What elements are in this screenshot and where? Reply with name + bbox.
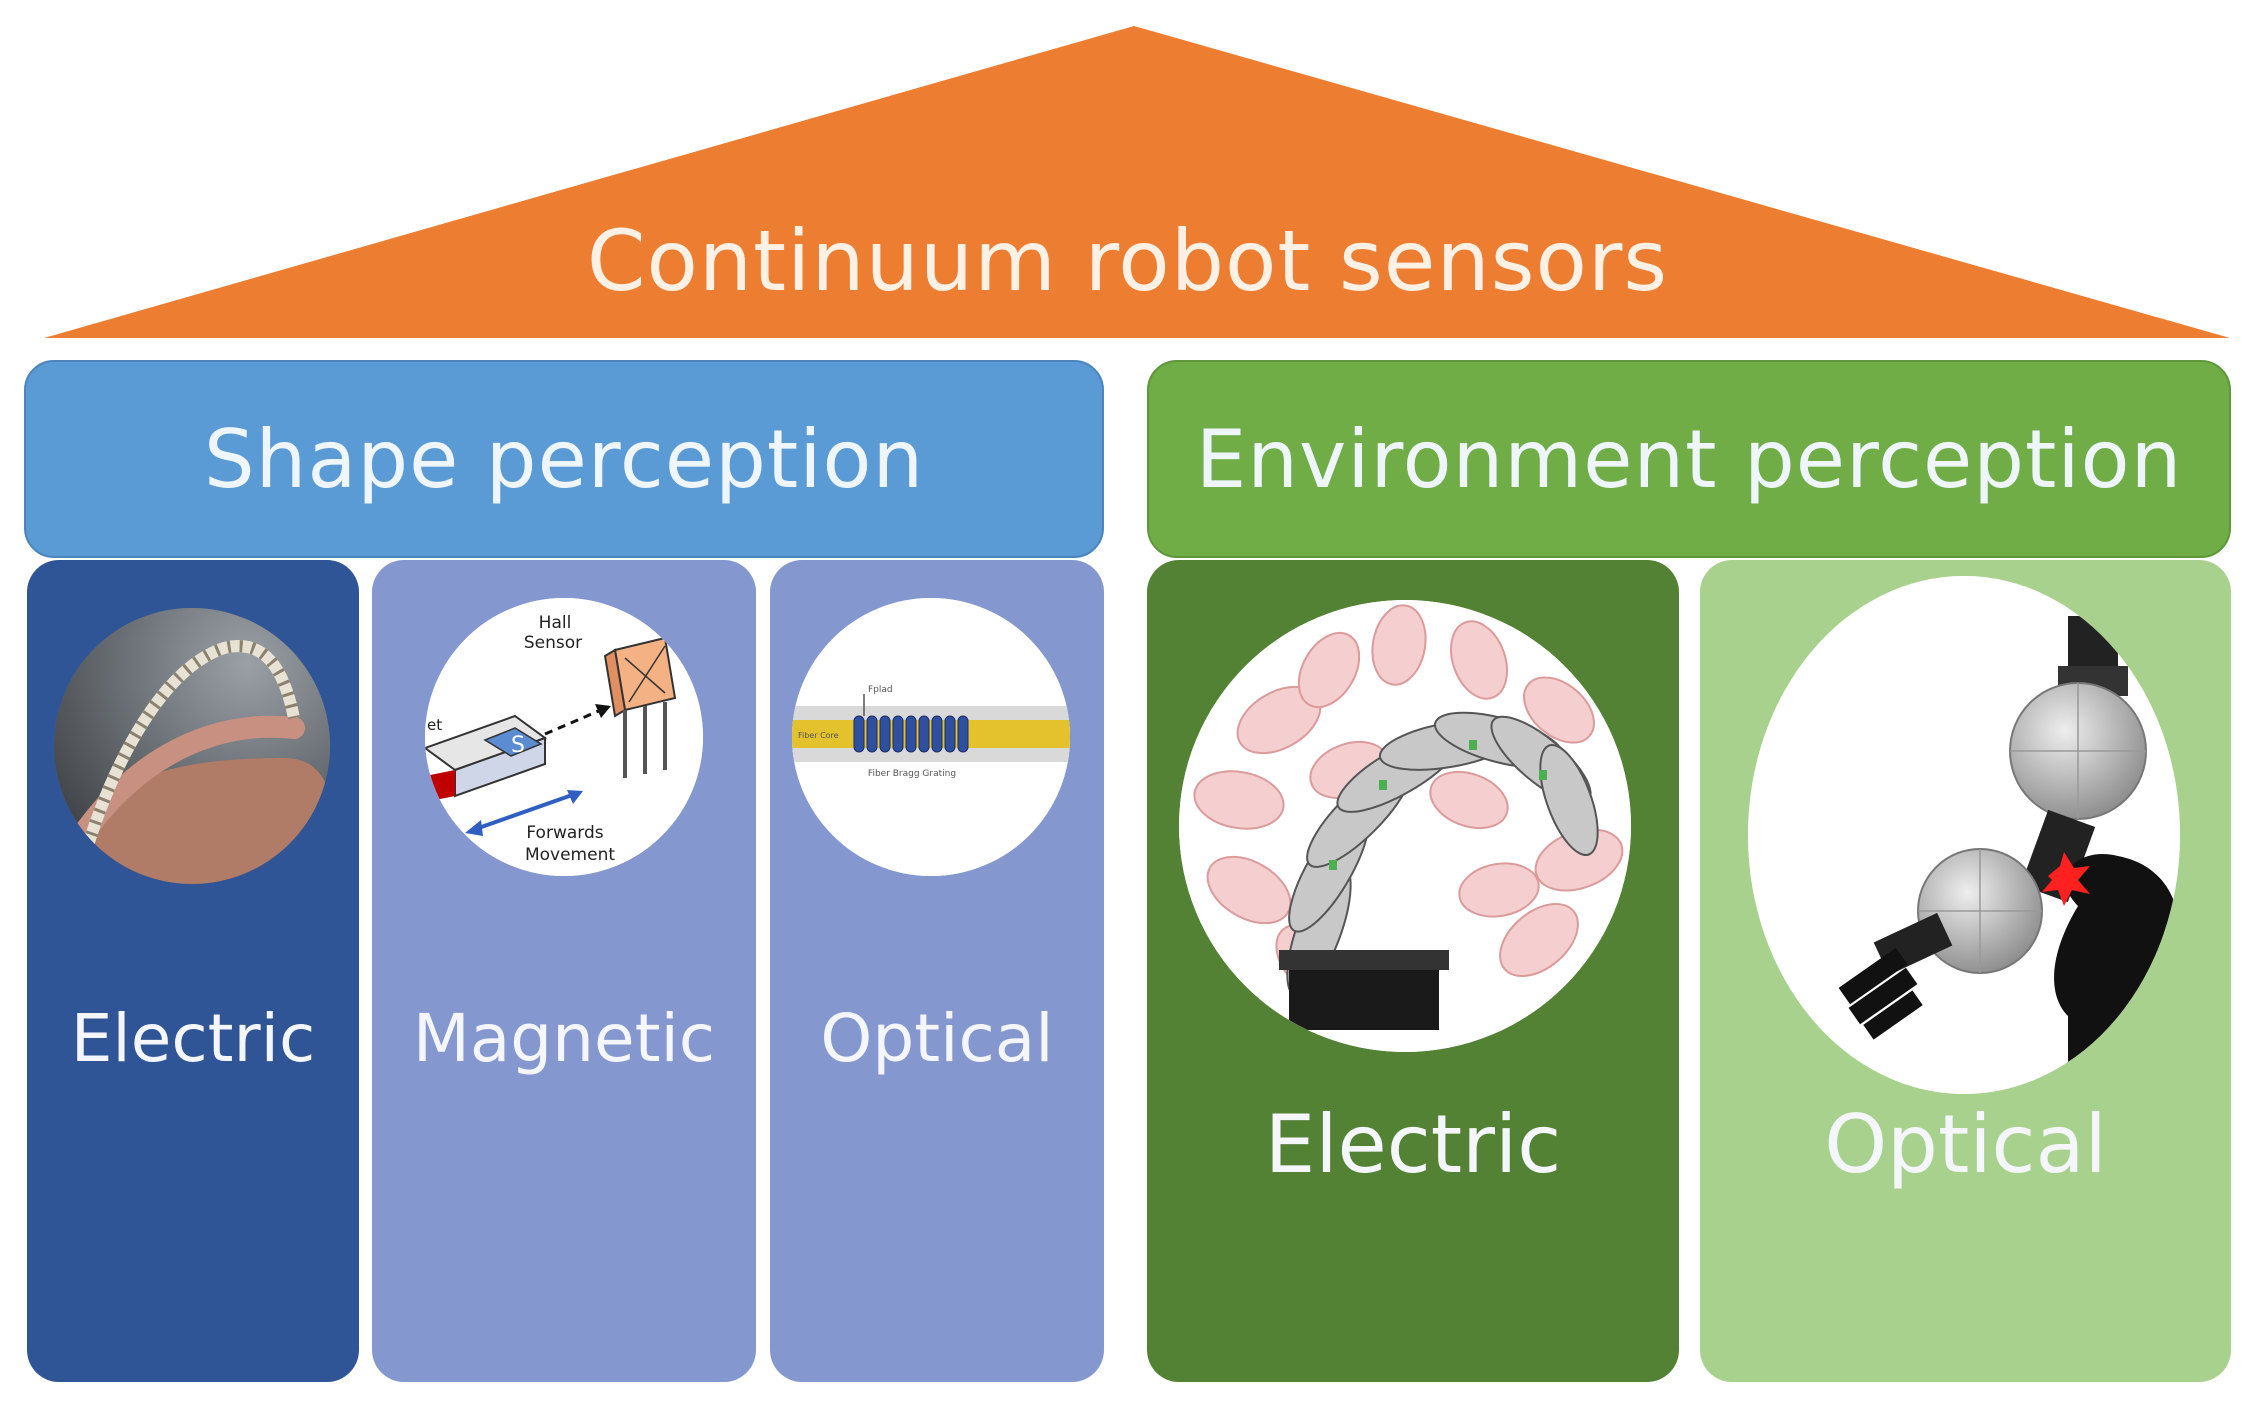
env-electric-column: Electric bbox=[1147, 560, 1679, 1382]
env-electric-label: Electric bbox=[1264, 1098, 1562, 1191]
shape-optical-column: Fplad Fiber Core Fiber Bragg Grating Opt… bbox=[770, 560, 1104, 1382]
env-optical-column: Optical bbox=[1700, 560, 2231, 1382]
stretchable-sensor-image bbox=[54, 608, 330, 884]
shape-perception-header: Shape perception bbox=[24, 360, 1104, 558]
svg-text:Fiber Core: Fiber Core bbox=[798, 731, 839, 740]
env-optical-label: Optical bbox=[1824, 1098, 2107, 1191]
capacitive-skin-robot-image bbox=[1179, 600, 1631, 1052]
svg-text:S: S bbox=[511, 733, 525, 758]
shape-electric-column: Electric bbox=[27, 560, 359, 1382]
svg-text:Movement: Movement bbox=[525, 845, 615, 865]
svg-text:Fiber Bragg Grating: Fiber Bragg Grating bbox=[868, 769, 956, 779]
hall-sensor-text: Hall bbox=[539, 613, 572, 633]
svg-text:Forwards: Forwards bbox=[526, 823, 603, 843]
svg-text:et: et bbox=[427, 716, 442, 734]
shape-magnetic-column: Hall Sensor et S Forwards Movement Magne… bbox=[372, 560, 756, 1382]
roof-triangle bbox=[44, 26, 2230, 338]
svg-text:Sensor: Sensor bbox=[524, 633, 582, 653]
svg-text:Fplad: Fplad bbox=[868, 685, 893, 695]
shape-perception-label: Shape perception bbox=[203, 412, 925, 506]
proximity-sensing-robot-image bbox=[1748, 576, 2180, 1094]
shape-magnetic-label: Magnetic bbox=[412, 1000, 716, 1077]
fiber-bragg-grating-image: Fplad Fiber Core Fiber Bragg Grating bbox=[792, 598, 1070, 876]
shape-electric-label: Electric bbox=[70, 1000, 316, 1077]
hall-sensor-image: Hall Sensor et S Forwards Movement bbox=[425, 598, 703, 876]
diagram-title: Continuum robot sensors bbox=[586, 212, 1669, 310]
shape-optical-label: Optical bbox=[820, 1000, 1054, 1077]
environment-perception-label: Environment perception bbox=[1195, 412, 2183, 506]
environment-perception-header: Environment perception bbox=[1147, 360, 2231, 558]
